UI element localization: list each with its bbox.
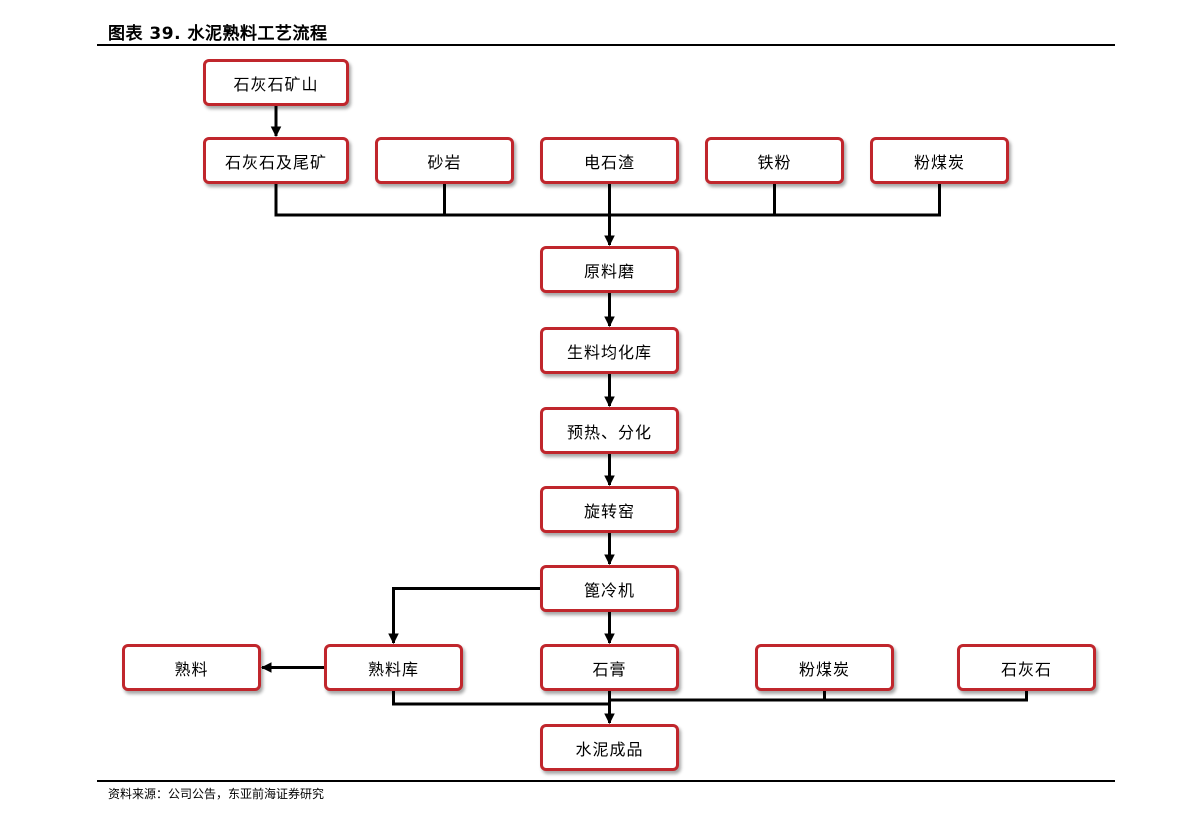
node-rotary-kiln: 旋转窑: [540, 486, 679, 533]
node-clinker-store: 熟料库: [324, 644, 463, 691]
source-note: 资料来源：公司公告，东亚前海证券研究: [108, 787, 325, 801]
node-preheat-decompose: 预热、分化: [540, 407, 679, 454]
footer-divider: [97, 780, 1115, 782]
node-gypsum: 石膏: [540, 644, 679, 691]
node-grate-cooler: 篦冷机: [540, 565, 679, 612]
node-coal-ash-top: 粉煤炭: [870, 137, 1009, 184]
node-sandstone: 砂岩: [375, 137, 514, 184]
title-divider: [97, 44, 1115, 46]
connector-clinker-store-to-bus: [392, 691, 610, 706]
node-cement-product: 水泥成品: [540, 724, 679, 771]
node-raw-mill: 原料磨: [540, 246, 679, 293]
node-iron-powder: 铁粉: [705, 137, 844, 184]
node-coal-ash-bottom: 粉煤炭: [755, 644, 894, 691]
node-carbide-slag: 电石渣: [540, 137, 679, 184]
node-limestone-tailings: 石灰石及尾矿: [203, 137, 349, 184]
node-limestone: 石灰石: [957, 644, 1096, 691]
arrow-cooler-to-clinker-store: [388, 587, 540, 645]
node-limestone-mine: 石灰石矿山: [203, 59, 349, 106]
node-clinker: 熟料: [122, 644, 261, 691]
node-homogenization-silo: 生料均化库: [540, 327, 679, 374]
page-title: 图表 39. 水泥熟料工艺流程: [108, 24, 328, 44]
